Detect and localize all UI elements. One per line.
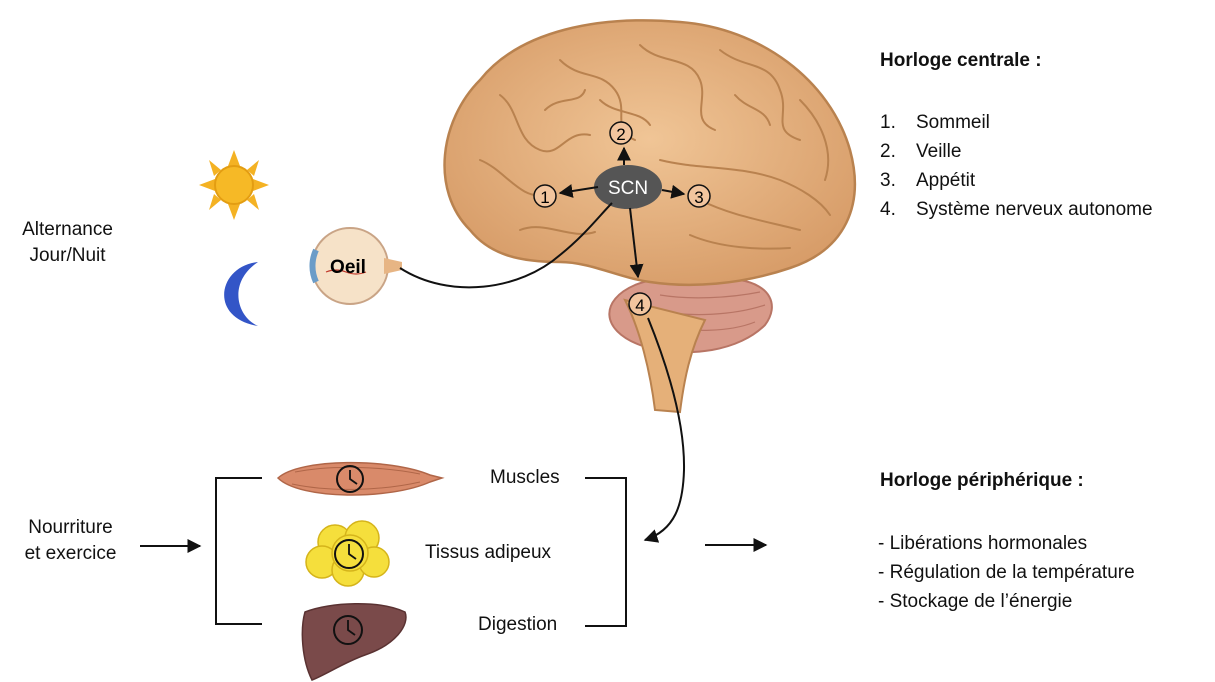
peripheral-clock-heading: Horloge périphérique : (880, 470, 1084, 492)
central-clock-list: 1.Sommeil 2.Veille 3.Appétit 4.Système n… (880, 108, 1153, 224)
adipose-label: Tissus adipeux (425, 540, 551, 566)
food-exercise-label: Nourriture et exercice (8, 515, 133, 567)
list-item: - Stockage de l’énergie (878, 587, 1135, 616)
list-item: 4.Système nerveux autonome (880, 195, 1153, 224)
muscles-label: Muscles (490, 465, 560, 491)
eye-label: Oeil (330, 257, 366, 278)
svg-text:4: 4 (635, 296, 644, 315)
organs-right-bracket (585, 478, 626, 626)
list-item: 1.Sommeil (880, 108, 1153, 137)
digestion-label: Digestion (478, 612, 557, 638)
central-clock-heading: Horloge centrale : (880, 50, 1042, 72)
list-item: 2.Veille (880, 137, 1153, 166)
marker-3: 3 (688, 185, 710, 207)
svg-text:3: 3 (694, 188, 703, 207)
list-item: - Régulation de la température (878, 558, 1135, 587)
brain-illustration (445, 20, 855, 412)
marker-1: 1 (534, 185, 556, 207)
marker-2: 2 (610, 122, 632, 144)
svg-text:2: 2 (616, 125, 625, 144)
day-night-label: Alternance Jour/Nuit (10, 217, 125, 269)
liver-icon (302, 604, 406, 680)
muscle-icon (278, 463, 442, 495)
list-item: 3.Appétit (880, 166, 1153, 195)
svg-text:1: 1 (540, 188, 549, 207)
marker-4: 4 (629, 293, 651, 315)
peripheral-clock-list: - Libérations hormonales - Régulation de… (878, 529, 1135, 616)
sun-icon (199, 150, 269, 220)
moon-icon (224, 262, 258, 326)
scn-label: SCN (608, 178, 648, 199)
organs-left-bracket (216, 478, 262, 624)
list-item: - Libérations hormonales (878, 529, 1135, 558)
adipose-icon (306, 521, 389, 586)
